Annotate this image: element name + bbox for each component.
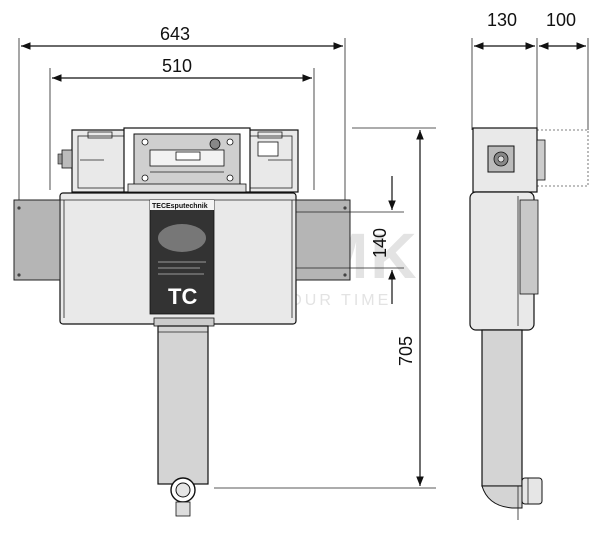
- product-label-header: [150, 200, 214, 210]
- screw-icon: [141, 174, 149, 182]
- outlet-stub: [175, 501, 191, 517]
- side-valve-core: [497, 155, 505, 163]
- side-view: 130 100: [469, 10, 589, 520]
- side-elbow: [481, 485, 523, 509]
- dim-label-depth-unit: 130: [487, 10, 517, 30]
- front-view: 643 510: [13, 24, 436, 517]
- side-bracket: [519, 199, 539, 295]
- dim-label-height-total: 705: [396, 336, 416, 366]
- side-outlet: [521, 477, 543, 505]
- screw-icon: [141, 138, 149, 146]
- product-label-photo: [158, 224, 206, 252]
- valve-knob-icon: [209, 138, 221, 150]
- outlet-elbow-inner: [175, 482, 191, 498]
- top-housing-window: [257, 141, 279, 157]
- dim-label-depth-extra: 100: [546, 10, 576, 30]
- product-label-logo: TC: [168, 284, 197, 309]
- side-fitting-left-cap: [57, 153, 63, 165]
- screw-icon: [226, 138, 234, 146]
- side-fitting: [536, 139, 546, 181]
- flush-pipe: [157, 325, 209, 485]
- product-label: [149, 199, 215, 315]
- bracket-hole-icon: [17, 206, 21, 210]
- plate-base: [127, 183, 247, 193]
- bracket-hole-icon: [17, 273, 21, 277]
- side-valve-block: [487, 145, 515, 173]
- mounting-bracket-left: [13, 199, 61, 281]
- actuator-window: [175, 151, 201, 161]
- outlet-collar: [153, 317, 215, 327]
- mounting-bracket-right: [295, 199, 351, 281]
- product-label-brand: TECEsputechnik: [152, 203, 208, 210]
- bracket-hole-icon: [343, 206, 347, 210]
- dim-label-flush-height: 140: [370, 228, 390, 258]
- dim-label-width-inner: 510: [162, 56, 192, 76]
- top-housing-tab-left: [87, 131, 113, 139]
- dim-label-width-overall: 643: [160, 24, 190, 44]
- side-flush-pipe: [481, 329, 523, 487]
- bracket-hole-icon: [343, 273, 347, 277]
- top-housing-tab-right: [257, 131, 283, 139]
- side-fitting-left: [61, 149, 73, 169]
- screw-icon: [226, 174, 234, 182]
